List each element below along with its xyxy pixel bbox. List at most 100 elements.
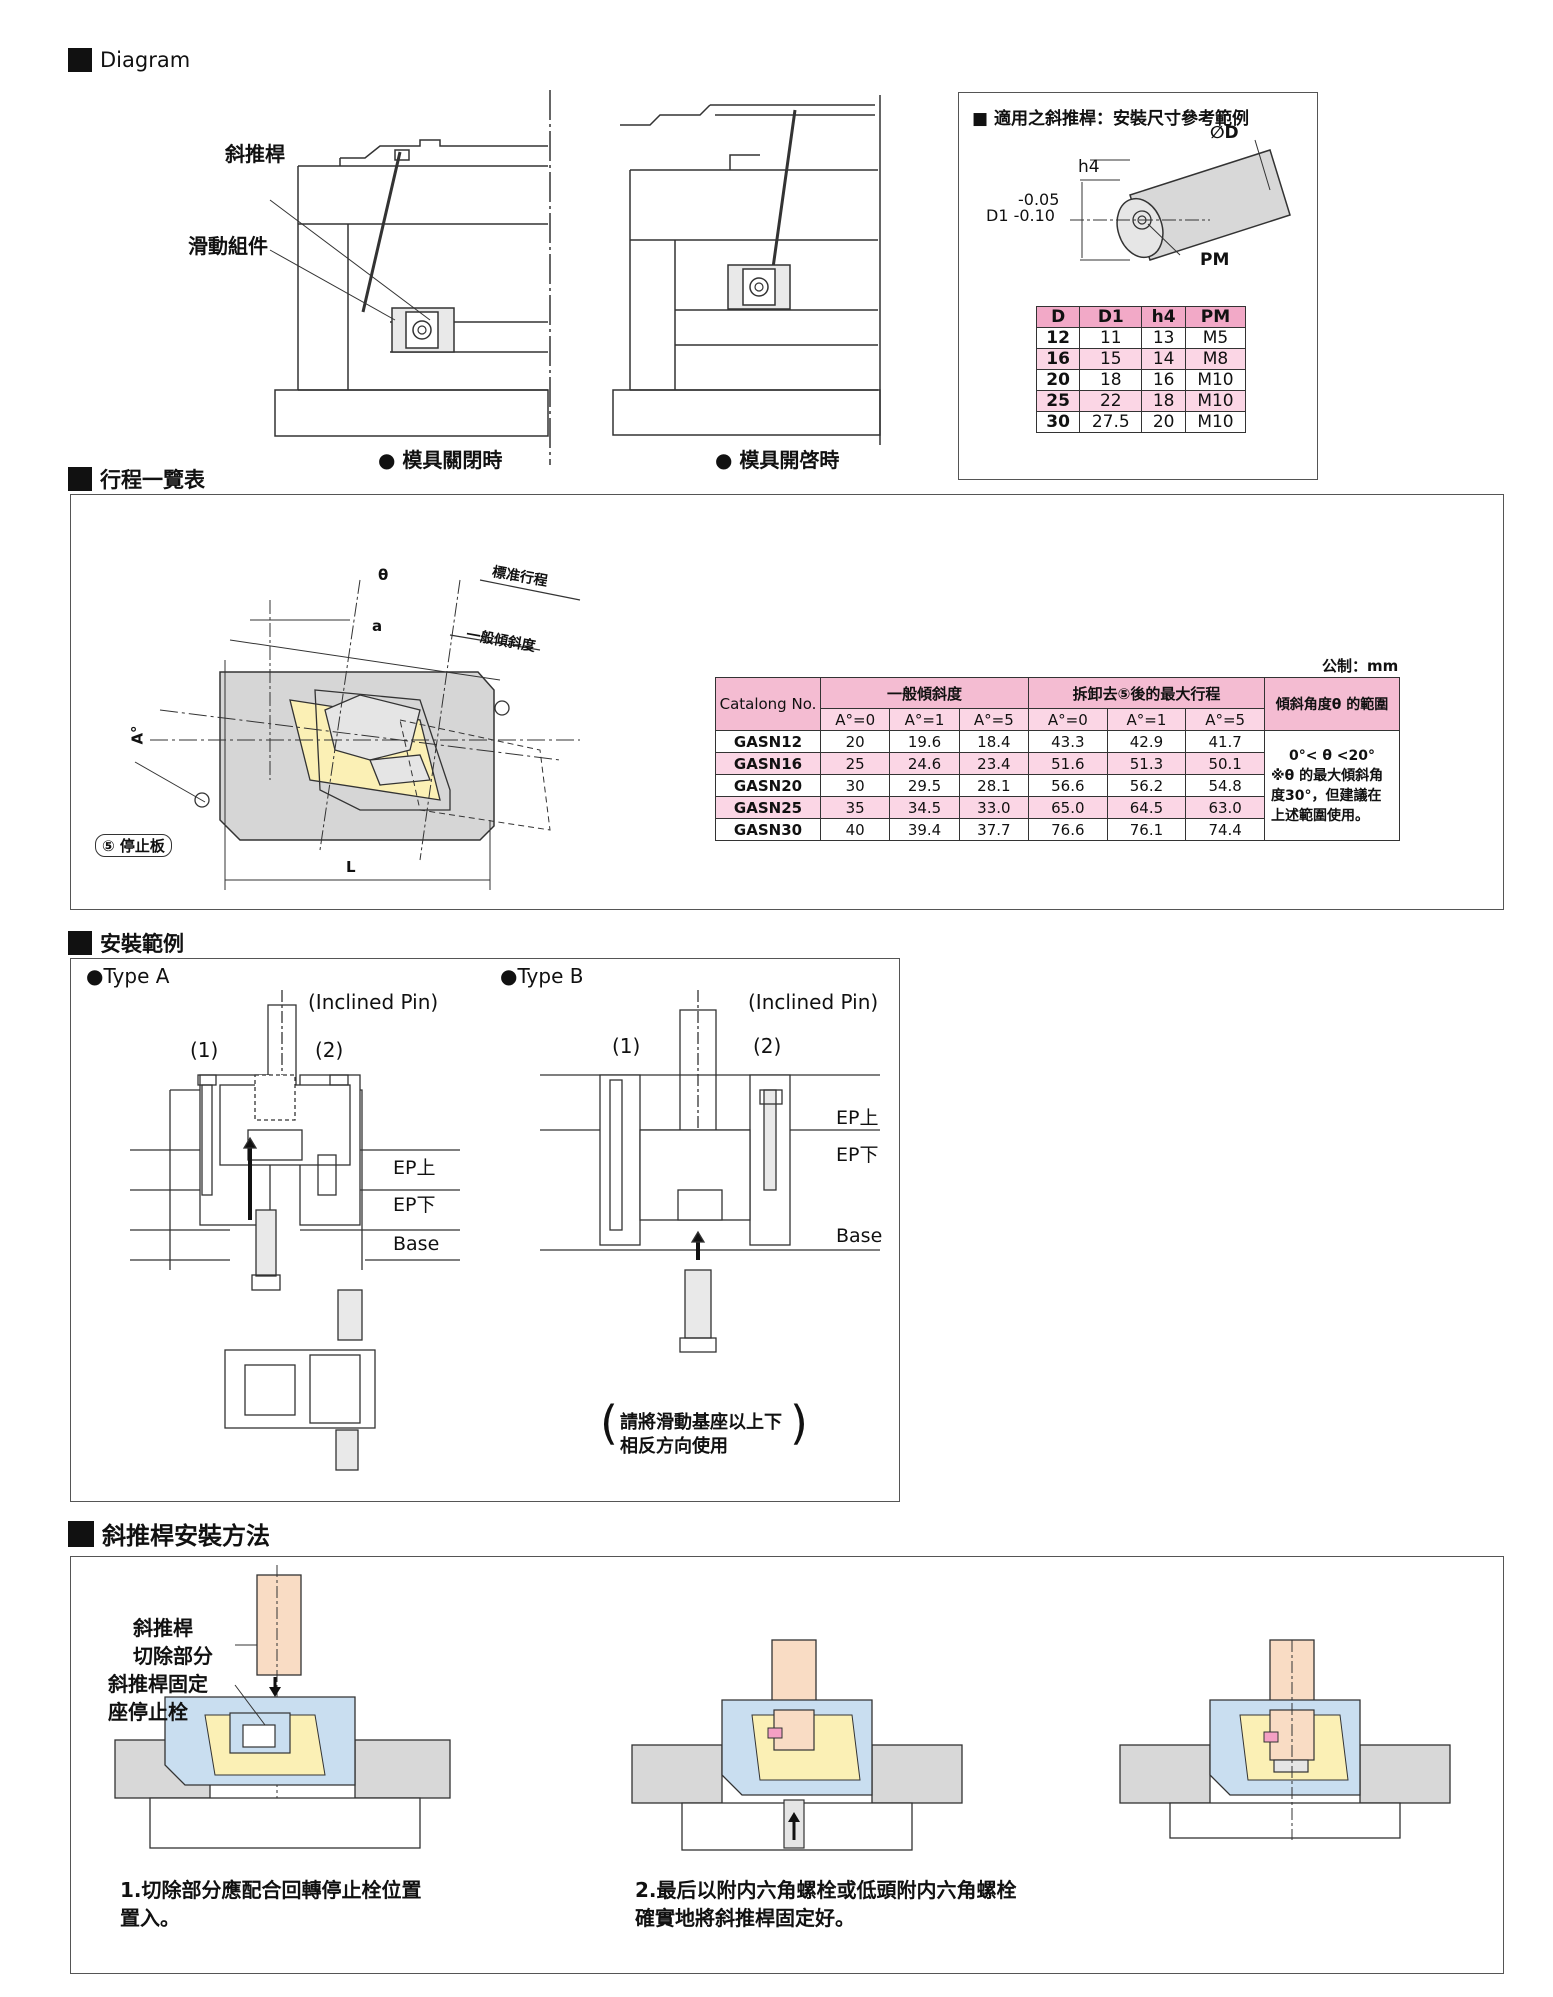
label-theta: θ xyxy=(378,566,389,584)
method-label-inclined-pin: 斜推桿 xyxy=(133,1616,193,1640)
table-row: GASN12 20 19.6 18.4 43.3 42.9 41.7 0°< θ… xyxy=(715,730,1400,841)
table-cell: 54.8 xyxy=(1185,774,1265,797)
angle-range-note: 0°< θ <20° ※θ 的最大傾斜角度30°，但建議在上述範圍使用。 xyxy=(1264,730,1400,841)
table-cell: 30 xyxy=(819,774,891,797)
type-a-base-label: Base xyxy=(393,1233,440,1255)
reference-title: ■ 適用之斜推桿：安裝尺寸參考範例 xyxy=(972,109,1249,129)
table-cell: 12 xyxy=(1035,327,1081,349)
subheader-cell: A°=1 xyxy=(1106,708,1187,731)
table-cell: 18 xyxy=(1079,369,1143,391)
table-cell: 41.7 xyxy=(1185,730,1265,753)
table-cell: M10 xyxy=(1184,390,1247,412)
type-b-ep-upper-label: EP上 xyxy=(836,1107,879,1129)
table-cell: 74.4 xyxy=(1185,818,1265,841)
section-heading-method: 斜推桿安裝方法 xyxy=(68,1516,270,1551)
label-pm: PM xyxy=(1200,250,1230,270)
table-cell: 51.3 xyxy=(1106,752,1187,775)
table-cell: 15 xyxy=(1079,348,1143,370)
table-row: 25 22 18 M10 xyxy=(1035,390,1247,412)
method-step-2-drawing xyxy=(631,1639,963,1851)
table-cell: GASN12 xyxy=(715,730,821,753)
table-cell: 42.9 xyxy=(1106,730,1187,753)
table-row: GASN30 40 39.4 37.7 76.6 76.1 74.4 xyxy=(715,818,1400,841)
label-slide-assembly: 滑動組件 xyxy=(188,234,268,258)
table-cell: 16 xyxy=(1035,348,1081,370)
dimension-table: D D1 h4 PM 12 11 13 M5 16 15 14 M8 20 18… xyxy=(1035,306,1247,433)
heading-square-icon xyxy=(68,467,92,491)
type-a-ep-lower-label: EP下 xyxy=(393,1194,436,1216)
label-d1-tolerance: D1 -0.10 xyxy=(986,206,1055,225)
type-a-bolt-2-label: (2) xyxy=(315,1038,344,1062)
method-step-2-line-1: 2.最后以附内六角螺栓或低頭附内六角螺栓 xyxy=(635,1878,1017,1902)
label-a-angle: A° xyxy=(128,725,147,745)
type-b-ep-lower-label: EP下 xyxy=(836,1144,879,1166)
label-inclined-pin: 斜推桿 xyxy=(225,142,285,166)
table-cell: 56.2 xyxy=(1106,774,1187,797)
method-step-1-line-1: 1.切除部分應配合回轉停止栓位置 xyxy=(120,1878,422,1902)
note-line-1: 請將滑動基座以上下 xyxy=(620,1412,782,1433)
mold-closed-diagram xyxy=(269,90,551,465)
table-cell: 63.0 xyxy=(1185,796,1265,819)
header-cell: D xyxy=(1035,306,1081,328)
label-h4: h4 xyxy=(1078,157,1100,177)
note-line-2: 相反方向使用 xyxy=(620,1436,728,1457)
table-cell: 29.5 xyxy=(889,774,960,797)
range-line-2: ※θ 的最大傾斜角度30°，但建議在上述範圍使用。 xyxy=(1271,767,1384,824)
stroke-diagram xyxy=(134,579,581,890)
table-cell: 25 xyxy=(819,752,891,775)
label-a: a xyxy=(372,617,383,635)
type-a-drawing xyxy=(130,990,460,1471)
table-cell: 35 xyxy=(819,796,891,819)
label-stop-plate: ⑤ 停止板 xyxy=(95,834,172,857)
dimension-table-header: D D1 h4 PM xyxy=(1035,306,1247,328)
type-b-drawing xyxy=(540,990,880,1353)
table-cell: M5 xyxy=(1184,327,1247,349)
subheader-cell: A°=0 xyxy=(819,708,891,731)
table-cell: GASN20 xyxy=(715,774,821,797)
type-b-inclined-pin-label: (Inclined Pin) xyxy=(748,990,879,1014)
table-cell: 40 xyxy=(819,818,891,841)
table-row: GASN16 25 24.6 23.4 51.6 51.3 50.1 xyxy=(715,752,1400,775)
table-cell: M10 xyxy=(1184,411,1247,433)
table-cell: 76.1 xyxy=(1106,818,1187,841)
table-cell: GASN25 xyxy=(715,796,821,819)
table-cell: 18.4 xyxy=(958,730,1030,753)
type-b-base-label: Base xyxy=(836,1225,883,1247)
note-paren-open: ( xyxy=(600,1396,618,1450)
method-step-1-line-2: 置入。 xyxy=(120,1906,180,1930)
table-row: 30 27.5 20 M10 xyxy=(1035,411,1247,433)
table-row: 20 18 16 M10 xyxy=(1035,369,1247,391)
table-cell: 39.4 xyxy=(889,818,960,841)
table-cell: 76.6 xyxy=(1028,818,1108,841)
note-paren-close: ) xyxy=(790,1396,808,1450)
table-cell: 25 xyxy=(1035,390,1081,412)
header-cell: D1 xyxy=(1079,306,1143,328)
section-heading-install: 安裝範例 xyxy=(68,928,184,958)
table-cell: 20 xyxy=(819,730,891,753)
table-cell: 33.0 xyxy=(958,796,1030,819)
type-a-label: ●Type A xyxy=(86,964,170,988)
caption-mold-open: ● 模具開啓時 xyxy=(715,448,840,472)
caption-mold-closed: ● 模具關閉時 xyxy=(378,448,503,472)
method-step-1-drawing xyxy=(114,1565,451,1849)
table-row: GASN25 35 34.5 33.0 65.0 64.5 63.0 xyxy=(715,796,1400,819)
pin-dimension-sketch xyxy=(1070,139,1291,261)
table-cell: 37.7 xyxy=(958,818,1030,841)
heading-square-icon xyxy=(68,48,92,72)
table-row: 16 15 14 M8 xyxy=(1035,348,1247,370)
mold-open-diagram xyxy=(612,95,881,445)
stroke-table-header: Catalong No. 一般傾斜度 拆卸去⑤後的最大行程 傾斜角度θ 的範圍 xyxy=(715,677,1400,731)
header-cell: h4 xyxy=(1141,306,1186,328)
subheader-cell: A°=1 xyxy=(889,708,960,731)
table-cell: 11 xyxy=(1079,327,1143,349)
stroke-table: Catalong No. 一般傾斜度 拆卸去⑤後的最大行程 傾斜角度θ 的範圍 … xyxy=(715,677,1400,841)
table-row: 12 11 13 M5 xyxy=(1035,327,1247,349)
header-general-tilt: 一般傾斜度 xyxy=(819,677,1030,709)
method-step-3-drawing xyxy=(1119,1639,1451,1840)
table-cell: 43.3 xyxy=(1028,730,1108,753)
method-label-cut-part: 切除部分 xyxy=(133,1644,213,1668)
header-catalog: Catalong No. xyxy=(715,677,821,731)
table-cell: 27.5 xyxy=(1079,411,1143,433)
section-heading-diagram: Diagram xyxy=(68,48,190,72)
heading-square-icon xyxy=(68,1520,94,1547)
